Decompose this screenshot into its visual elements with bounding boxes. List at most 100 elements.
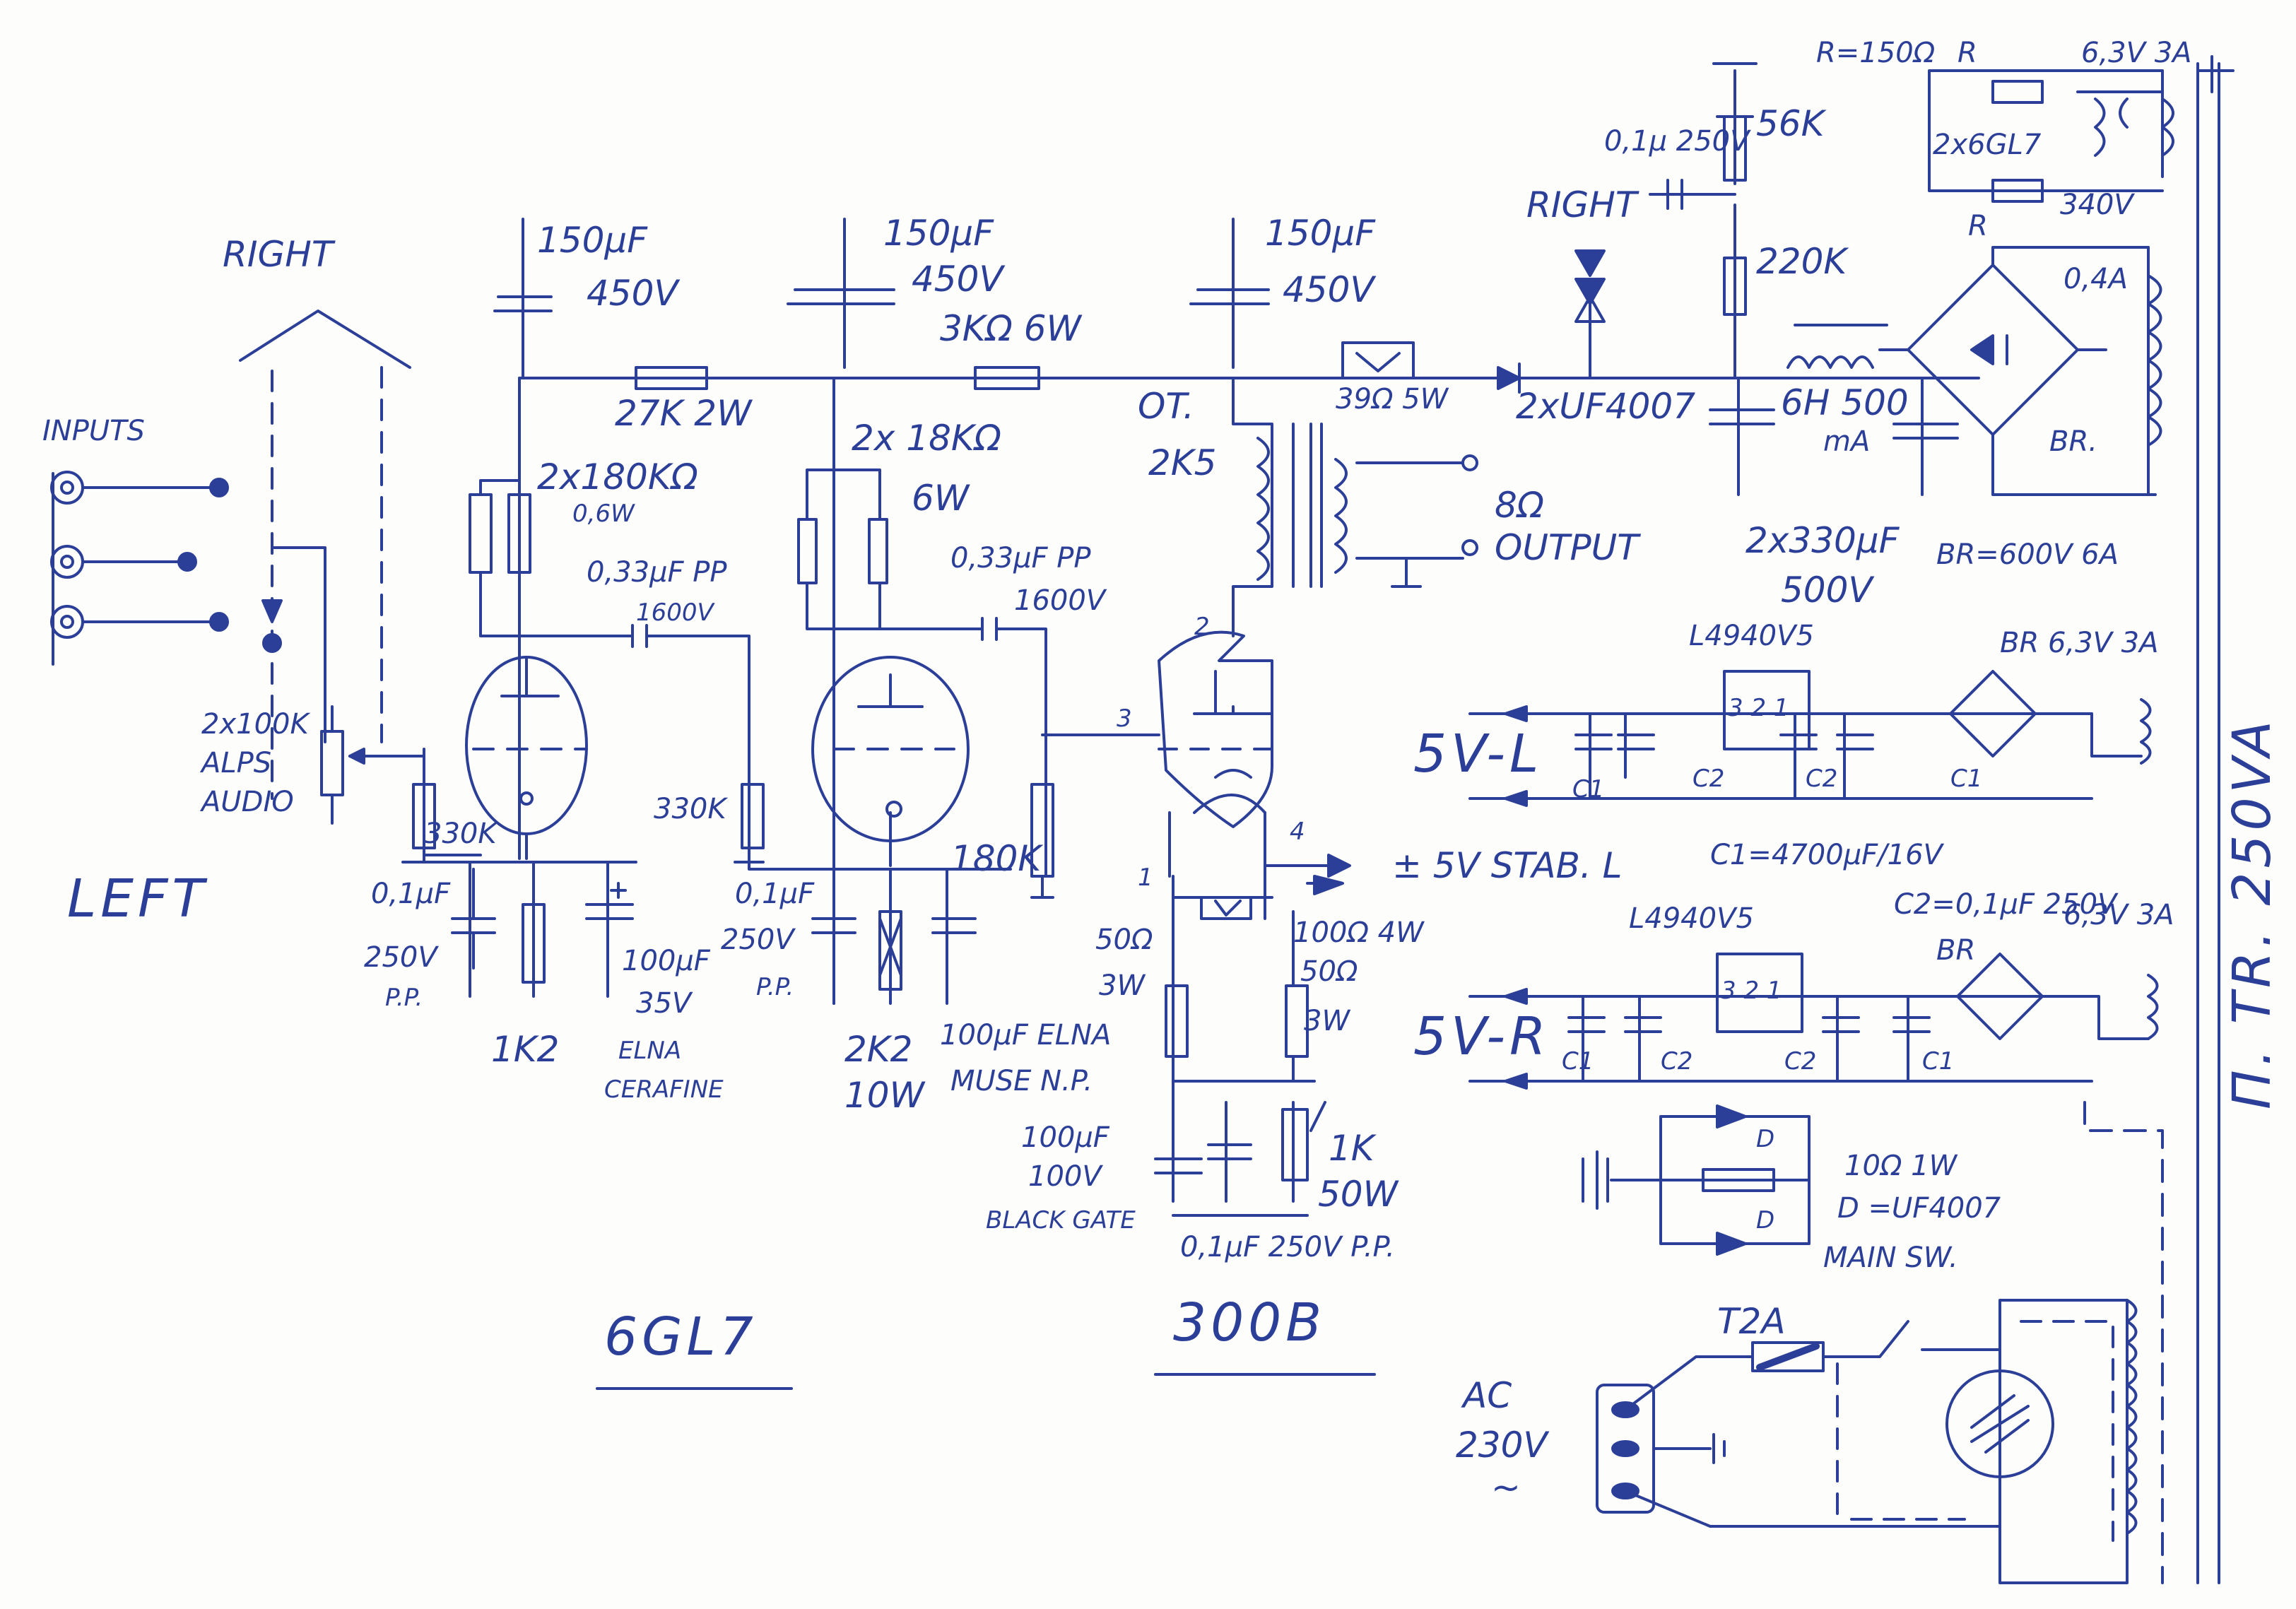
stage2-cap-value: 150μF <box>883 213 994 254</box>
stage2-cap-voltage: 450V <box>912 259 1003 300</box>
ground-lift-diodes: D =UF4007 <box>1837 1192 2001 1225</box>
stage1-cbypass-1: 0,1μF <box>371 878 451 910</box>
bridge-label: BR. <box>2049 425 2097 458</box>
pin-3: 3 <box>1117 705 1132 733</box>
output-rk-value: 1K <box>1329 1128 1374 1169</box>
reg-left-c1b: C1 <box>1950 765 1983 793</box>
rectifier-diodes: 2xUF4007 <box>1516 386 1696 427</box>
heater-r-mark-2: R <box>1968 210 1988 242</box>
reg-left-c2a: C2 <box>1692 765 1725 793</box>
ot-label: OT. <box>1138 386 1194 427</box>
stage1-cap-voltage: 450V <box>587 273 678 314</box>
speaker-impedance: 8Ω <box>1495 485 1545 526</box>
r50b-power: 3W <box>1304 1005 1350 1037</box>
r220k: 220K <box>1756 241 1847 282</box>
reg-right-out: 5V-R <box>1413 1006 1550 1067</box>
output-cap-value: 150μF <box>1265 213 1376 254</box>
regulators-wiring <box>1468 670 2159 1090</box>
power-tube-label: 300B <box>1173 1292 1326 1353</box>
stage2-cbypass-2: 250V <box>721 924 794 956</box>
reg-left-br: BR 6,3V 3A <box>2000 627 2159 659</box>
input-jacks <box>50 471 229 666</box>
reg-right-c1b: C1 <box>1922 1047 1955 1075</box>
left-channel-label: LEFT <box>67 868 208 929</box>
stage1-rplate-power: 0,6W <box>572 500 635 528</box>
c1-note: C1=4700μF/16V <box>1710 839 1943 871</box>
bridge-current: 0,4A <box>2064 263 2128 295</box>
pin-4: 4 <box>1290 818 1305 846</box>
output-cbyp: 0,1μF 250V P.P. <box>1180 1231 1395 1263</box>
choke-current: mA <box>1823 425 1871 458</box>
c-ref: 0,1μ 250V <box>1604 125 1750 158</box>
reg-right-heater: 6,3V 3A <box>2064 899 2174 931</box>
heater-340v: 340V <box>2060 189 2133 221</box>
speaker-output: OUTPUT <box>1495 527 1639 568</box>
stage1-rk: 1K2 <box>491 1029 560 1070</box>
driver-tube-label: 6GL7 <box>604 1307 758 1367</box>
stage2-rplate: 2x 18KΩ <box>852 418 1001 459</box>
pin-1: 1 <box>1138 864 1153 892</box>
output-rseries: 39Ω 5W <box>1336 383 1449 415</box>
right-channel-arrow <box>239 310 411 800</box>
heater-r-mark-1: R <box>1958 37 1977 69</box>
ground-lift-wiring <box>1582 1104 1811 1256</box>
stage1-cbypass-2: 250V <box>364 941 437 974</box>
fuse: T2A <box>1717 1301 1786 1342</box>
ground-lift-d2: D <box>1756 1206 1775 1234</box>
pot-label-1: 2x100K <box>201 708 309 741</box>
reg-right-chip: L4940V5 <box>1629 902 1754 935</box>
heater-tubes: 2x6GL7 <box>1933 129 2042 161</box>
stage2-rseries2: 3KΩ 6W <box>940 308 1081 349</box>
stage2-coupling-cap: 0,33μF PP <box>950 542 1091 574</box>
reg-left-c2b: C2 <box>1806 765 1838 793</box>
ground-lift-resistor: 10Ω 1W <box>1844 1150 1958 1182</box>
stage2-ck-2: MUSE N.P. <box>950 1065 1093 1097</box>
heater-resistor: R=150Ω <box>1816 37 1936 69</box>
hv-supply-wiring <box>1412 62 2174 496</box>
ground-lift-d1: D <box>1756 1125 1775 1153</box>
output-ck-type: BLACK GATE <box>986 1206 1136 1234</box>
stage2-cbypass-1: 0,1μF <box>735 878 815 910</box>
ac-symbol: ~ <box>1491 1467 1521 1508</box>
reg-left-out: 5V-L <box>1413 724 1543 784</box>
stage2-coupling-voltage: 1600V <box>1014 584 1106 617</box>
right-channel-label: RIGHT <box>223 234 334 275</box>
ot-impedance: 2K5 <box>1148 442 1217 483</box>
c2-note: C2=0,1μF 250V <box>1894 888 2117 921</box>
reg-left-pins: 3 2 1 <box>1728 694 1789 722</box>
reg-right-pins: 3 2 1 <box>1721 977 1782 1005</box>
reg-right-br: BR <box>1936 934 1976 967</box>
ac-voltage: 230V <box>1456 1425 1548 1466</box>
ac-label: AC <box>1463 1375 1512 1416</box>
filter-caps: 2x330μF <box>1745 520 1900 561</box>
stage2-cbypass-3: P.P. <box>756 973 794 1001</box>
supply-right-label: RIGHT <box>1526 184 1637 225</box>
stage1-ck-type-1: ELNA <box>618 1037 682 1065</box>
filament-supply: ± 5V STAB. L <box>1392 845 1623 886</box>
stage2-rgrid: 330K <box>654 793 726 825</box>
heater-voltage: 6,3V 3A <box>2081 37 2192 69</box>
reg-right-c1a: C1 <box>1562 1047 1594 1075</box>
reg-left-c1a: C1 <box>1572 775 1605 803</box>
stage1-ck-voltage: 35V <box>636 987 692 1020</box>
r50a-value: 50Ω <box>1095 924 1153 956</box>
output-cap-voltage: 450V <box>1283 269 1374 310</box>
stage2-rk-power: 10W <box>844 1075 925 1116</box>
mains-wiring <box>1596 55 2235 1584</box>
stage1-rplate: 2x180KΩ <box>537 456 698 497</box>
choke-value: 6H 500 <box>1781 382 1909 423</box>
output-ck-value: 100μF <box>1021 1121 1109 1154</box>
stage2-rseries1: 27K 2W <box>615 393 752 434</box>
stage1-ck-value: 100μF <box>622 945 710 977</box>
stage1-cbypass-3: P.P. <box>385 984 423 1012</box>
stage2-rgrid-out: 180K <box>950 838 1042 879</box>
pot-label-2: ALPS <box>201 747 272 779</box>
hum-pot: 100Ω 4W <box>1293 917 1424 949</box>
transformer-label: П. TR. 250VA <box>2222 717 2283 1109</box>
pin-2: 2 <box>1194 613 1210 641</box>
stage1-rgrid: 330K <box>424 818 497 850</box>
r50a-power: 3W <box>1099 969 1145 1002</box>
r56k: 56K <box>1756 103 1825 144</box>
